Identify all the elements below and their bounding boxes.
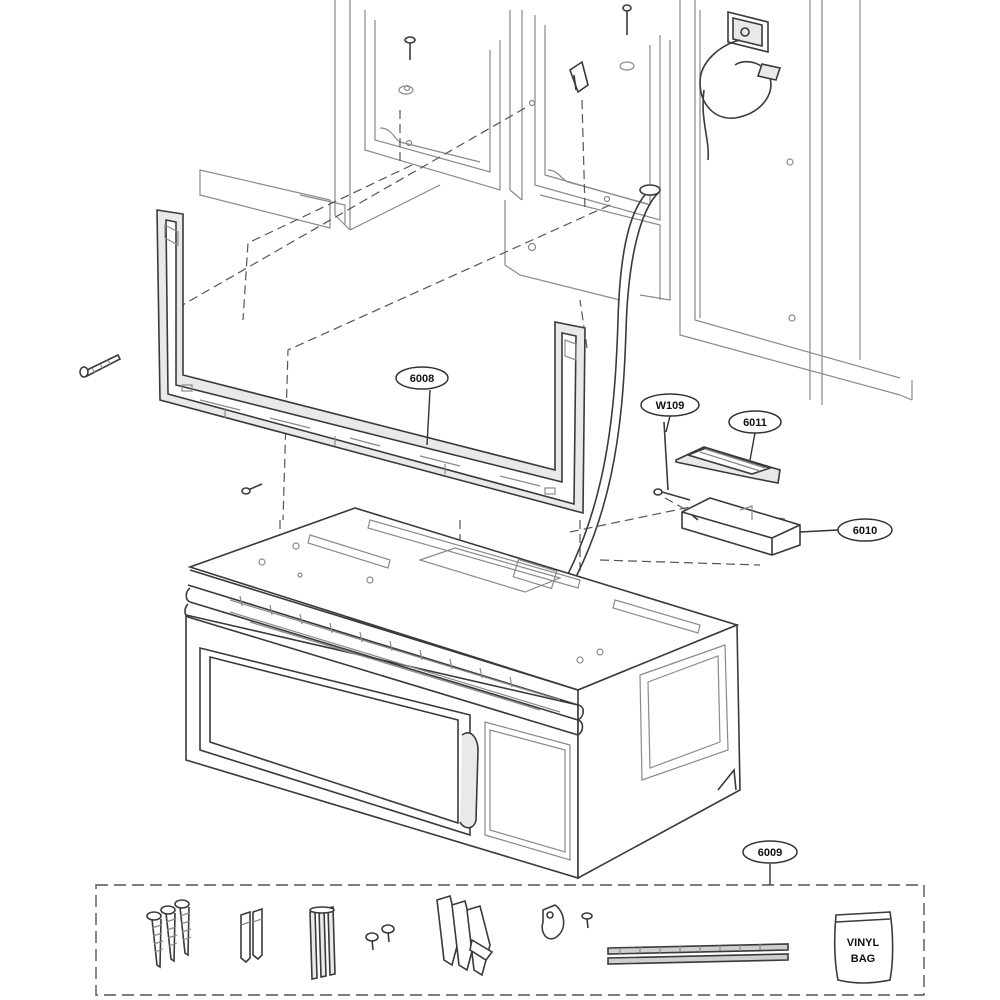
duct-adapter-part	[681, 497, 801, 556]
toggle-bolt	[569, 60, 589, 94]
callout-duct-adapter: 6010	[799, 518, 893, 542]
vinyl-bag-label-line2: BAG	[851, 953, 875, 965]
callout-damper-label: 6011	[743, 417, 767, 429]
power-cord	[547, 184, 661, 613]
screw-w109	[653, 421, 691, 501]
machine-screws	[365, 924, 395, 951]
wood-screws	[146, 899, 192, 969]
callout-hardware-kit: 6009	[742, 840, 798, 885]
hardware-kit-box	[95, 884, 925, 996]
callout-duct-adapter-label: 6010	[853, 525, 877, 537]
lag-bolt	[79, 353, 122, 378]
alignment-lines	[159, 99, 791, 660]
frame-screw	[241, 483, 263, 495]
filler-strips	[607, 943, 789, 965]
callout-hardware-kit-label: 6009	[758, 847, 782, 859]
cabinet-screw	[398, 36, 416, 95]
upper-cabinets	[199, 0, 913, 405]
callout-damper: 6011	[728, 410, 782, 461]
toggle-wings	[436, 894, 494, 977]
toggle-bolts	[309, 906, 336, 980]
cord-clamp	[541, 904, 593, 940]
vinyl-bag-label-line1: VINYL	[847, 937, 880, 949]
vinyl-bag: VINYL BAG	[833, 911, 894, 984]
damper-part	[675, 446, 781, 484]
callout-frame: 6008	[395, 366, 449, 446]
callout-screw-label: W109	[656, 400, 685, 412]
callout-screw: W109	[640, 393, 700, 433]
wall-outlet	[699, 10, 782, 161]
microwave-oven	[184, 507, 741, 880]
callout-frame-label: 6008	[410, 373, 434, 385]
wall-anchors	[240, 907, 263, 964]
mounting-plate	[156, 209, 586, 515]
cabinet-screw	[619, 4, 635, 71]
